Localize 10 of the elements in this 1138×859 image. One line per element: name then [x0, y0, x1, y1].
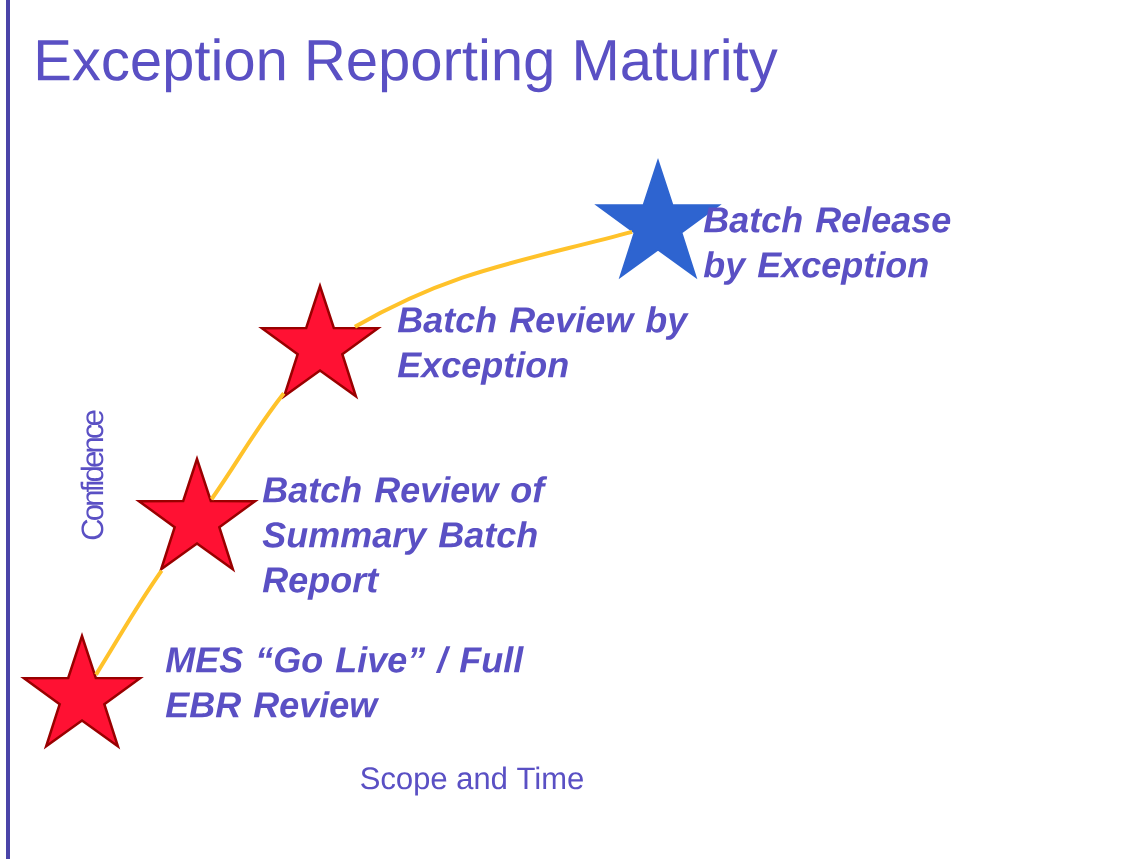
star-caption: Batch Review of Summary Batch Report — [262, 476, 548, 600]
curve-line — [209, 392, 286, 501]
star-caption: Batch Review by Exception — [397, 306, 689, 385]
title: Exception Reporting Maturity — [37, 38, 778, 93]
axis-label: Confidence — [80, 410, 104, 540]
star-caption: MES “Go Live” / Full EBR Review — [165, 646, 524, 718]
axis-label: Scope and Time — [361, 766, 583, 796]
star-caption: Batch Release by Exception — [703, 206, 951, 285]
curve-line — [94, 569, 164, 676]
curve-line — [354, 230, 633, 329]
